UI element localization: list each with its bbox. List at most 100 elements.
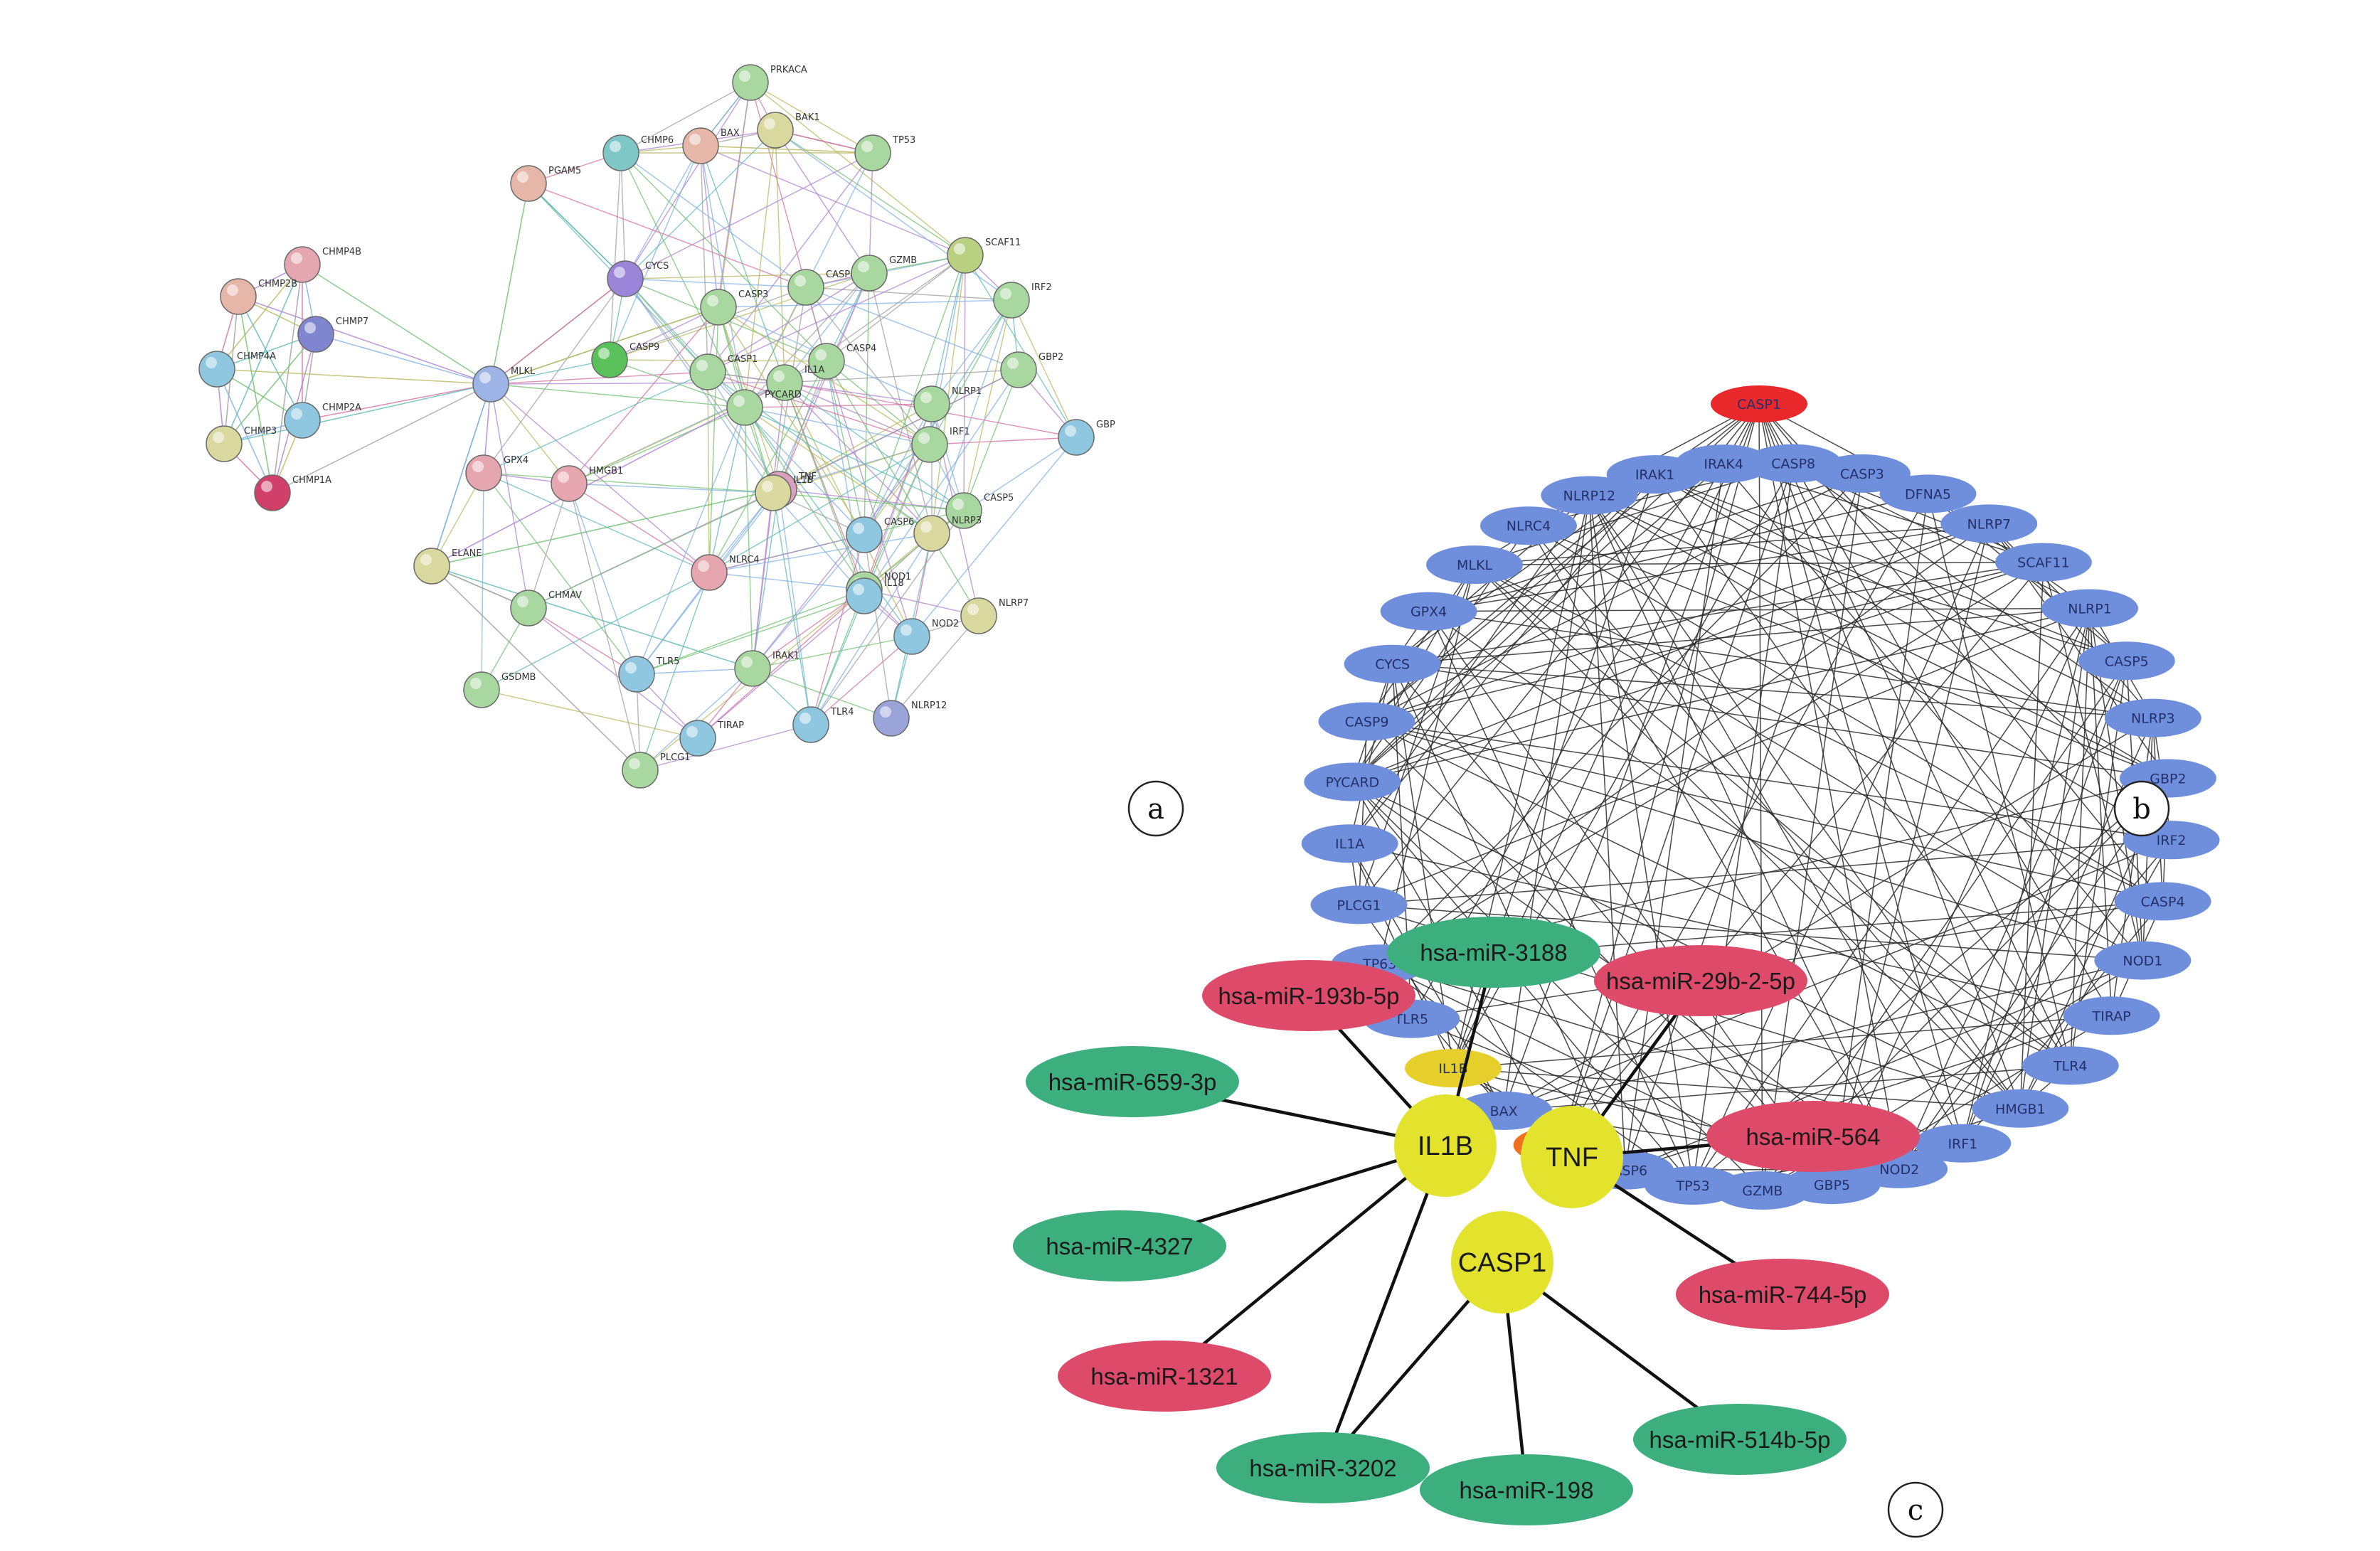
b-node-label: IL1B [1438,1061,1467,1077]
b-edge-center [1758,403,1964,1144]
a-node-nlrp3: NLRP3 [913,515,982,552]
a-node-label: GSDMB [501,672,536,683]
b-edge [2019,608,2091,1109]
a-edge [528,183,626,279]
b-node-casp9: CASP9 [1318,702,1415,741]
b-edge [1352,607,2091,783]
a-node-gzmb: GZMB [851,255,917,292]
a-node-ball [413,548,450,585]
b-edge-center [1758,403,2164,902]
a-node-highlight [920,392,932,403]
a-edge [697,589,865,739]
b-node-label: PLCG1 [1337,897,1381,913]
a-node-elane: ELANE [413,548,482,585]
b-node-center: CASP1 [1711,385,1807,422]
c-mirna-ellipse [1387,917,1600,988]
b-node-casp5: CASP5 [2078,641,2175,681]
a-edge [302,264,492,385]
b-node-label: TLR4 [2053,1058,2087,1074]
a-edge [864,589,979,617]
a-edge [891,615,979,719]
b-node-label: SCAF11 [2017,555,2069,571]
a-node-highlight [291,408,302,420]
b-edge-center [1758,403,1900,1170]
b-edge [1503,839,2172,1112]
a-node-ball [465,454,502,491]
a-node-label: NLRP7 [999,598,1029,609]
b-node-ellipse [1813,454,1911,493]
b-edge [1589,494,2169,779]
b-edge [1379,963,1694,1186]
b-node-nlrp12: NLRP12 [1541,476,1638,515]
a-node-highlight [614,267,625,278]
a-node-ball [851,255,888,292]
b-edge [1528,525,1900,1170]
a-edge [568,483,774,494]
b-node-scaf11: SCAF11 [1994,543,2092,582]
b-node-ellipse [1318,702,1415,741]
a-node-highlight [858,261,869,272]
a-node-plcg1: PLCG1 [622,752,691,789]
a-node-scaf11: SCAF11 [947,237,1021,274]
a-node-ball [913,515,950,552]
a-node-ball [254,474,291,511]
a-node-il1b: IL1B [755,474,813,511]
a-node-label: NLRP12 [911,700,947,711]
b-node-casp3: CASP3 [1813,454,1911,493]
b-edge [1452,1015,2112,1069]
a-edge [636,668,753,675]
a-node-highlight [227,284,238,296]
a-edge [810,533,933,725]
b-edge [1392,663,2169,779]
a-node-ball [700,289,737,326]
b-node-cycs: CYCS [1344,644,1441,683]
a-node-label: GBP2 [1038,352,1063,363]
b-node-label: CYCS [1375,657,1410,673]
a-node-label: CYCS [645,261,669,272]
a-node-chmp7: CHMP7 [297,316,368,353]
a-node-ball [607,260,644,297]
a-edge [772,492,812,725]
a-edge [772,369,1019,494]
a-node-ball [726,389,763,426]
b-edge [1503,718,2154,1112]
a-node-ball [854,134,891,171]
a-node-nlrp1: NLRP1 [913,385,982,422]
a-edge [636,595,865,675]
b-edge-center [1758,403,2113,1016]
b-edge-center [1758,403,2022,1109]
b-node-ellipse [1310,885,1408,924]
a-node-bak1: BAK1 [757,112,820,149]
b-edge [1428,611,1694,1186]
a-edge [490,278,626,385]
a-node-tlr4: TLR4 [792,706,854,743]
a-edge [784,382,965,511]
a-node-highlight [686,726,698,737]
b-node-mlkl: MLKL [1426,545,1524,585]
c-edge [1163,1144,1447,1377]
c-mirna-hsa-mir-514b-5p: hsa-miR-514b-5p [1633,1404,1847,1475]
a-edge [528,183,807,288]
a-edge [775,129,966,256]
a-node-ball [284,246,321,283]
b-node-label: GBP5 [1814,1178,1850,1193]
a-node-ball [993,282,1030,319]
a-edge [625,278,807,288]
a-node-gbp: GBP [1058,419,1115,456]
c-mirna-hsa-mir-564: hsa-miR-564 [1706,1101,1920,1172]
a-node-label: CASP4 [846,343,876,354]
a-edge [625,278,708,373]
a-edge [707,371,930,445]
c-hub-label: CASP1 [1458,1248,1547,1278]
b-node-label: MLKL [1457,558,1492,573]
a-edge [568,407,745,484]
a-edge [772,492,865,597]
a-node-highlight [853,584,864,595]
a-node-highlight [773,371,785,382]
c-mirna-ellipse [1706,1101,1920,1172]
a-edge [744,407,753,669]
a-edge [223,334,317,444]
b-edge [1988,523,2127,661]
a-node-chmp1a: CHMP1A [254,474,331,511]
a-edge [216,264,303,370]
